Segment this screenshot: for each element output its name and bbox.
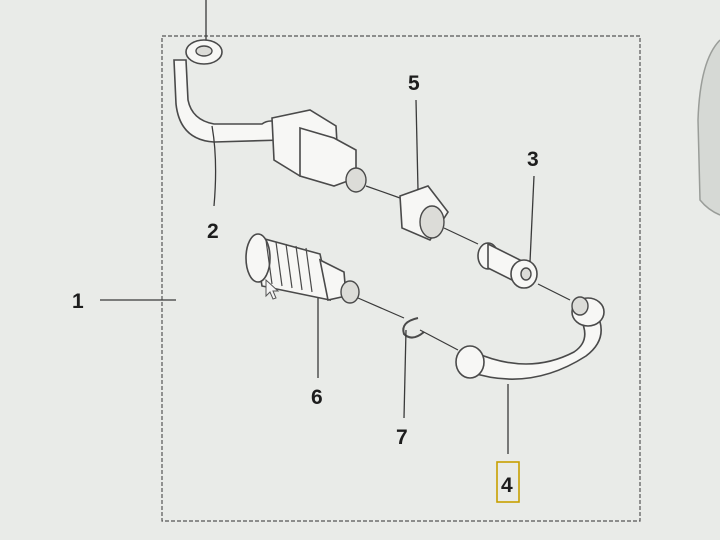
part-4-fuel-hose[interactable] <box>455 296 605 380</box>
axis-3-4 <box>537 283 571 301</box>
callout-7[interactable]: 7 <box>396 426 408 449</box>
monitor-bezel <box>697 39 720 216</box>
assembly-frame <box>161 35 641 522</box>
callout-2[interactable]: 2 <box>207 220 219 243</box>
axis-5-3 <box>443 227 479 245</box>
axis-6-7 <box>357 297 405 319</box>
part-7-clip-ring[interactable] <box>402 317 425 339</box>
axis-7-4 <box>419 329 459 351</box>
part-6-filter[interactable] <box>245 233 360 304</box>
callout-3[interactable]: 3 <box>527 148 539 171</box>
part-2-elbow-hose[interactable] <box>173 39 367 193</box>
leader-7 <box>403 329 407 419</box>
leader-5 <box>415 99 419 191</box>
part-3-connector[interactable] <box>477 242 538 289</box>
pointer-cursor-icon <box>265 278 280 300</box>
callout-4-highlight <box>496 461 520 503</box>
callout-6[interactable]: 6 <box>311 386 323 409</box>
callout-5[interactable]: 5 <box>408 72 420 95</box>
leader-3 <box>529 175 535 263</box>
axis-2-5 <box>365 185 401 199</box>
leader-2 <box>211 125 217 207</box>
part-5-sleeve[interactable] <box>399 185 449 242</box>
callout-1[interactable]: 1 <box>72 290 84 313</box>
callout-4[interactable]: 4 <box>501 474 513 497</box>
